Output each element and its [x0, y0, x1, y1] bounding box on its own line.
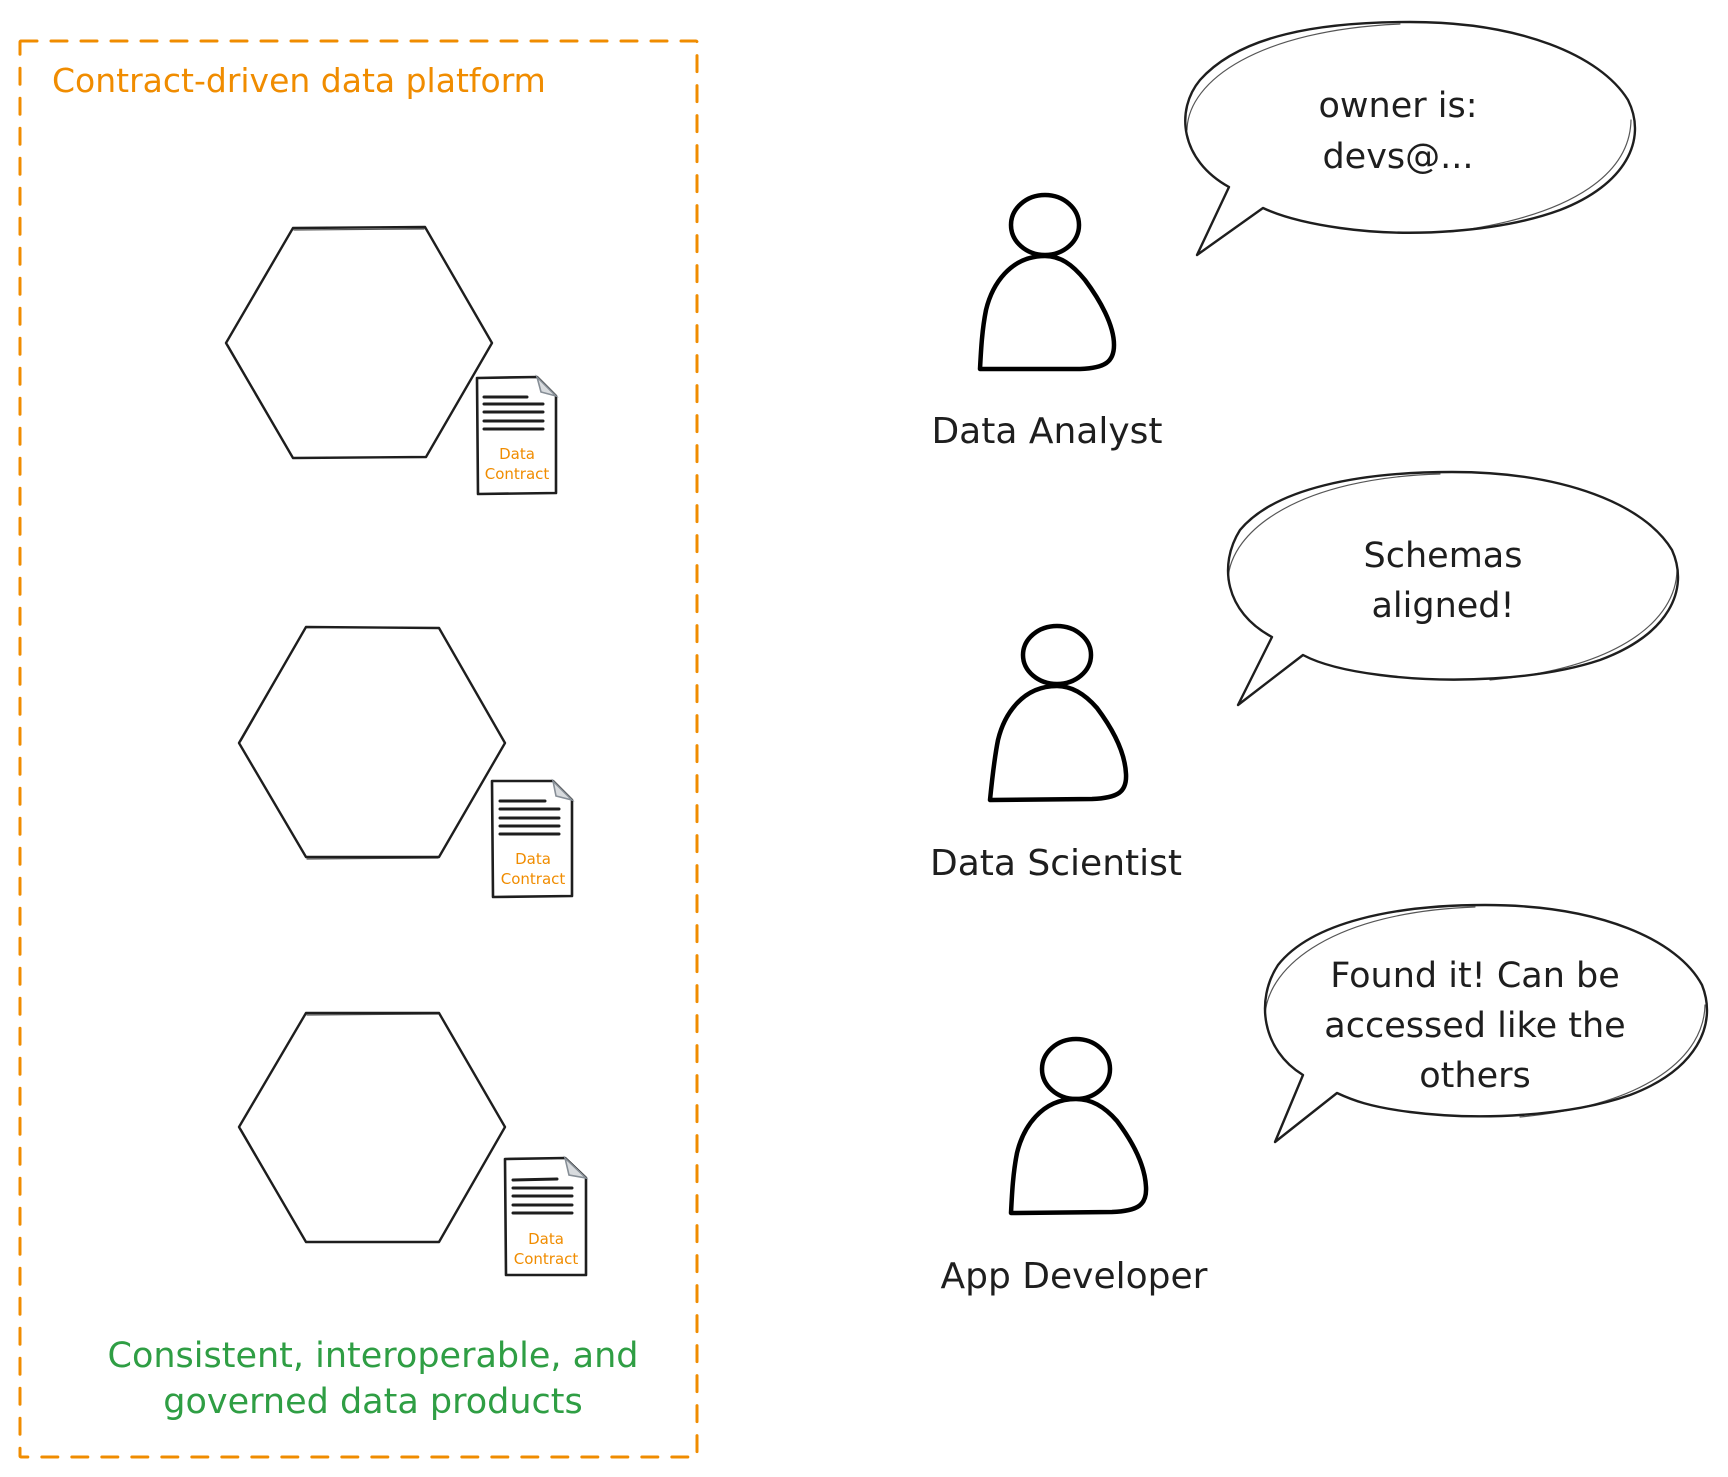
speech-bubble-icon: [1263, 903, 1709, 1144]
data-contract-document-2[interactable]: Data Contract: [490, 778, 575, 899]
platform-footer: Consistent, interoperable, and governed …: [108, 1336, 639, 1422]
person-icon: [977, 192, 1117, 372]
speech-bubble-1: owner is: devs@...: [1184, 20, 1637, 257]
doc-label-line-1: Data: [499, 445, 535, 463]
footer-line-2: governed data products: [163, 1382, 583, 1422]
doc-label-line-1: Data: [528, 1230, 564, 1248]
speech-line-1: Schemas: [1364, 536, 1523, 576]
persona-label: Data Scientist: [930, 843, 1182, 884]
doc-label-line-2: Contract: [514, 1250, 579, 1268]
speech-line-1: Found it! Can be: [1330, 956, 1620, 996]
doc-label-line-1: Data: [515, 850, 551, 868]
speech-line-2: devs@...: [1322, 137, 1473, 177]
platform-title: Contract-driven data platform: [52, 61, 546, 100]
speech-bubble-icon: [1226, 470, 1680, 707]
speech-line-2: aligned!: [1371, 586, 1514, 626]
persona-data-analyst[interactable]: Data Analyst: [931, 192, 1163, 452]
platform-frame-border: [18, 39, 699, 1459]
hexagon-icon: [237, 625, 507, 859]
persona-data-scientist[interactable]: Data Scientist: [930, 623, 1182, 884]
speech-line-2: accessed like the: [1324, 1006, 1625, 1046]
data-contract-document-1[interactable]: Data Contract: [475, 374, 559, 496]
hexagon-icon: [237, 1011, 507, 1244]
hexagon-icon: [224, 225, 494, 460]
data-product-1[interactable]: Data Contract: [224, 225, 559, 496]
data-contract-document-3[interactable]: Data Contract: [503, 1155, 589, 1277]
data-product-2[interactable]: Data Contract: [237, 625, 575, 899]
persona-app-developer[interactable]: App Developer: [941, 1036, 1208, 1297]
doc-label-line-2: Contract: [485, 465, 550, 483]
document-icon: [475, 375, 558, 496]
persona-label: App Developer: [941, 1256, 1208, 1297]
platform-frame: Contract-driven data platform: [18, 39, 699, 1459]
speech-line-1: owner is:: [1318, 86, 1477, 126]
speech-bubble-3: Found it! Can be accessed like the other…: [1263, 903, 1709, 1144]
speech-bubble-icon: [1184, 20, 1637, 257]
data-product-3[interactable]: Data Contract: [237, 1011, 589, 1277]
person-icon: [1008, 1036, 1149, 1216]
person-icon: [987, 623, 1129, 803]
speech-bubble-2: Schemas aligned!: [1226, 470, 1680, 707]
speech-line-3: others: [1419, 1056, 1530, 1096]
persona-label: Data Analyst: [931, 411, 1162, 452]
footer-line-1: Consistent, interoperable, and: [108, 1336, 639, 1376]
doc-label-line-2: Contract: [501, 870, 566, 888]
